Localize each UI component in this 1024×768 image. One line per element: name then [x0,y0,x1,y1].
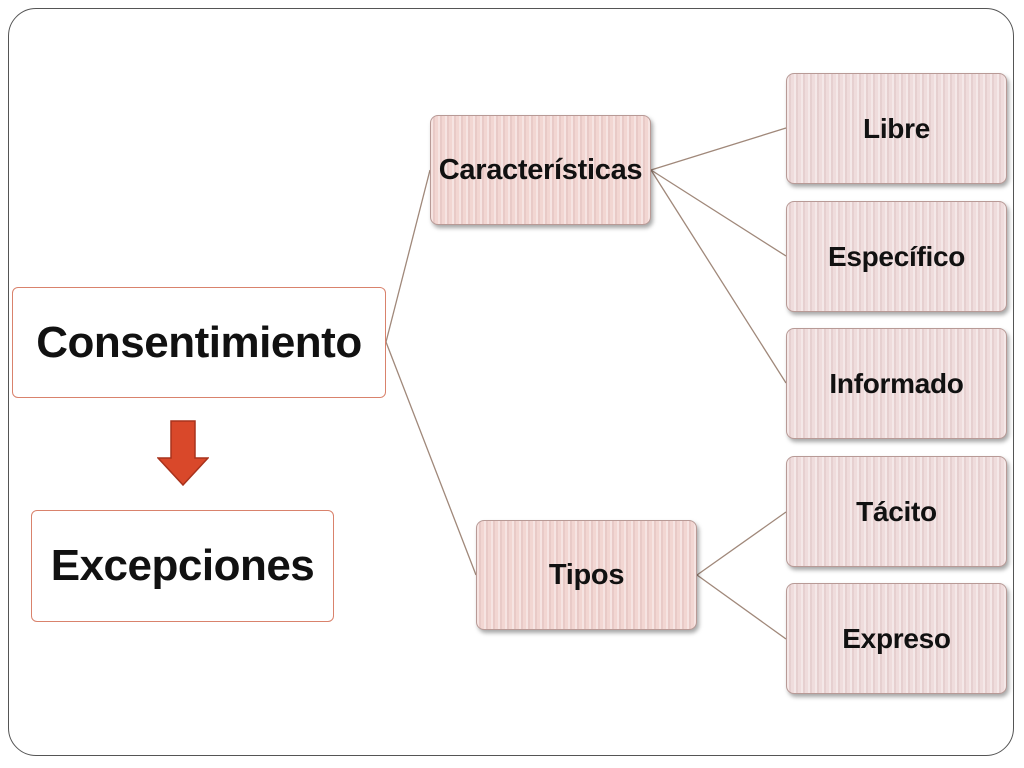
characteristics-label: Características [438,153,643,186]
leaf-label-informado: Informado [829,367,964,399]
leaf-label-especifico: Específico [827,240,966,272]
root-node: Consentimiento [12,287,386,398]
leaf-node-libre: Libre [786,73,1007,184]
characteristics-node: Características [430,115,651,225]
types-label: Tipos [548,558,625,591]
exceptions-label: Excepciones [50,541,315,590]
leaf-label-libre: Libre [863,112,930,144]
leaf-label-tacito: Tácito [856,495,937,527]
root-label: Consentimiento [36,317,362,367]
leaf-node-expreso: Expreso [786,583,1007,694]
leaf-node-tacito: Tácito [786,456,1007,567]
down-arrow-icon [157,420,209,486]
leaf-label-expreso: Expreso [842,622,951,654]
types-node: Tipos [476,520,697,630]
exceptions-node: Excepciones [31,510,334,622]
leaf-node-informado: Informado [786,328,1007,439]
leaf-node-especifico: Específico [786,201,1007,312]
